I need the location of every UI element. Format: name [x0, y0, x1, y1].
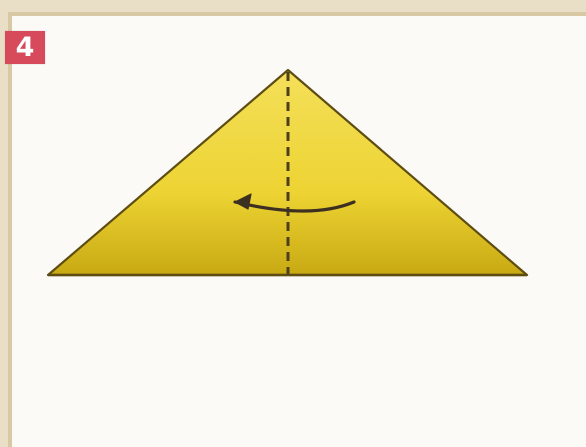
origami-fold-diagram [0, 0, 586, 447]
